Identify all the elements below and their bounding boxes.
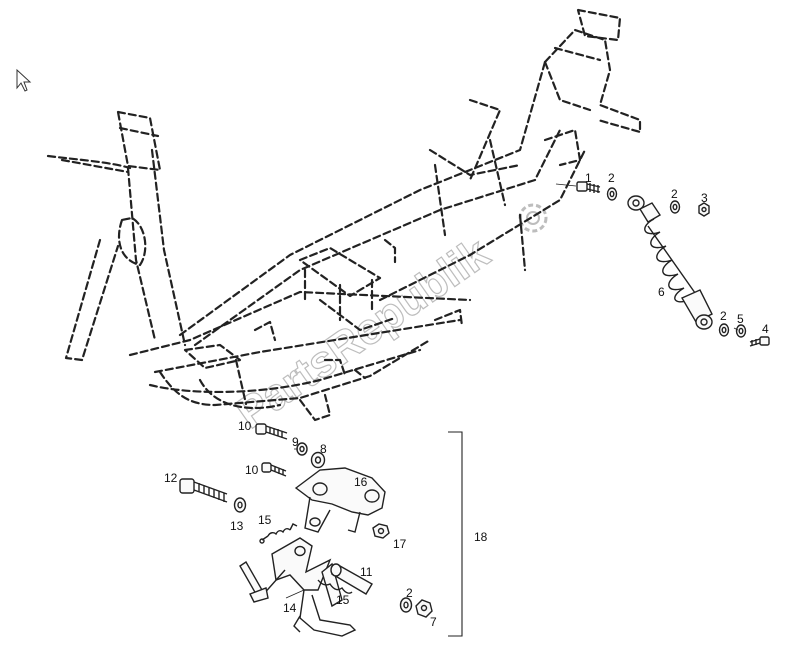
callout-2c: 2 [720, 309, 727, 323]
callout-8: 8 [320, 442, 327, 456]
pin-11 [330, 563, 373, 595]
washer-2b [669, 200, 681, 214]
nut-7 [415, 599, 433, 618]
spring-15b [317, 579, 353, 594]
callout-10a: 10 [238, 419, 252, 433]
callout-16: 16 [354, 475, 368, 489]
callout-13: 13 [230, 519, 244, 533]
washer-2a [606, 187, 618, 201]
bolt-10a [255, 423, 288, 440]
washer-2c [718, 323, 730, 337]
callout-15b: 15 [336, 593, 350, 607]
callout-2d: 2 [406, 586, 413, 600]
callout-18: 18 [474, 530, 488, 544]
callout-10b: 10 [245, 463, 259, 477]
washer-5 [735, 324, 747, 338]
callout-labels: 1 2 2 3 6 2 5 4 10 9 8 10 12 16 13 15 17… [164, 171, 769, 629]
callout-6: 6 [658, 285, 665, 299]
nut-17 [372, 523, 390, 539]
bolt-10b [261, 462, 287, 477]
washer-2d [399, 597, 413, 613]
nut-8 [310, 451, 326, 469]
spring-15a [259, 523, 298, 544]
nut-3 [698, 202, 710, 217]
arrow-cursor-icon [16, 68, 32, 92]
bolt-12 [179, 478, 228, 503]
callout-11: 11 [360, 565, 373, 579]
callout-14: 14 [283, 601, 297, 615]
callout-2a: 2 [608, 171, 615, 185]
washer-13 [233, 497, 247, 513]
center-stand-group [179, 423, 433, 637]
group-18-bracket [448, 431, 463, 637]
leader-lines [285, 183, 739, 599]
callout-2b: 2 [671, 187, 678, 201]
callout-15a: 15 [258, 513, 272, 527]
callout-12: 12 [164, 471, 178, 485]
bracket-16 [294, 467, 386, 533]
center-stand-14 [239, 537, 357, 637]
rear-shock-group [576, 181, 770, 347]
callout-1: 1 [585, 171, 592, 185]
callout-9: 9 [292, 435, 299, 449]
gear-icon [518, 203, 548, 233]
callout-4: 4 [762, 322, 769, 336]
scooter-frame [46, 8, 642, 422]
bolt-1 [576, 181, 601, 193]
shock-absorber-6 [627, 195, 713, 330]
screw-4 [749, 336, 770, 347]
callout-5: 5 [737, 312, 744, 326]
callout-17: 17 [393, 537, 407, 551]
callout-7: 7 [430, 615, 437, 629]
callout-3: 3 [701, 191, 708, 205]
